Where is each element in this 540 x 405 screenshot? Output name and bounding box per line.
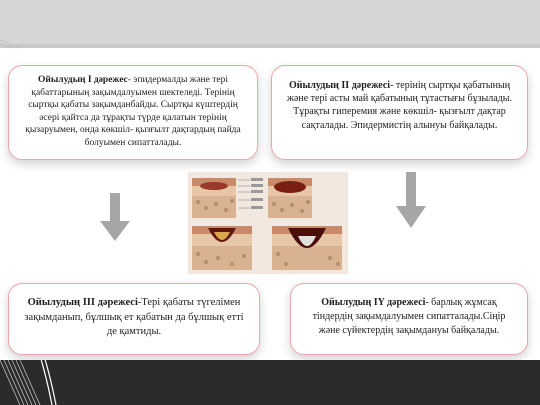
down-arrow-right [396, 172, 426, 228]
stage-4-block [272, 226, 342, 270]
pressure-ulcer-stages-illustration [188, 172, 348, 274]
degree-2-text: - терінің сыртқы қабатының және тері аст… [287, 80, 512, 131]
degree-2-title: Ойылудың II дәрежесі [288, 80, 391, 91]
stage-2-block [268, 178, 312, 218]
degree-1-title: Ойылудың I дәрежес [38, 75, 128, 85]
degree-4-card: Ойылудың IY дәрежесі- барлық жұмсақ тінд… [290, 283, 528, 355]
stage-1-block [192, 178, 236, 218]
degree-2-card: Ойылудың II дәрежесі- терінің сыртқы қаб… [271, 65, 528, 160]
top-stripe [0, 44, 540, 48]
degree-4-title: Ойылудың IY дәрежесі [321, 297, 426, 308]
degree-4-text: - барлық жұмсақ тіндердің зақымдалуымен … [312, 297, 506, 336]
degree-1-text: - эпидермалды және тері қабаттарының зақ… [25, 75, 241, 148]
bottom-bar [0, 360, 540, 405]
top-bar [0, 0, 540, 44]
degree-1-card: Ойылудың I дәрежес- эпидермалды және тер… [8, 65, 258, 160]
stage-3-block [192, 226, 252, 270]
degree-3-title: Ойылудың III дәрежесі [27, 297, 138, 308]
degree-3-card: Ойылудың III дәрежесі-Тері қабаты түгелі… [8, 283, 260, 355]
down-arrow-left [100, 193, 130, 241]
degree-3-text: -Тері қабаты түгелімен зақымданып, бұлшы… [24, 297, 244, 337]
